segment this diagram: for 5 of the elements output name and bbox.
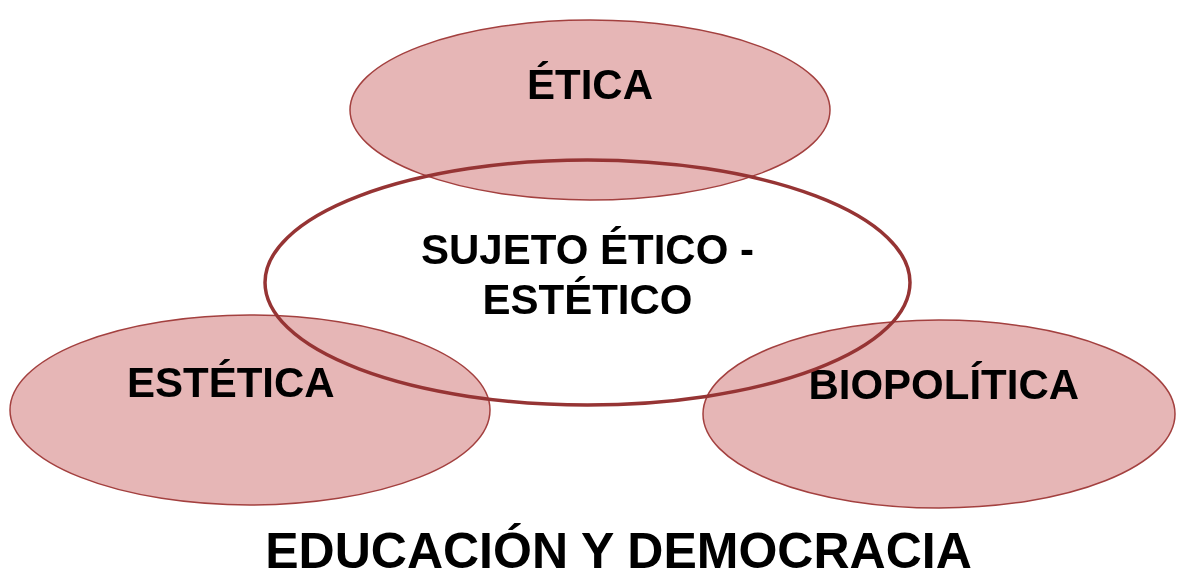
ellipse-label: ÉTICA [526, 59, 654, 110]
ellipse-label: ESTÉTICA [125, 357, 336, 408]
ellipse-label: BIOPOLÍTICA [807, 359, 1081, 410]
ellipse-label: SUJETO ÉTICO - ESTÉTICO [420, 224, 755, 326]
diagram-title: EDUCACIÓN Y DEMOCRACIA [264, 522, 973, 580]
